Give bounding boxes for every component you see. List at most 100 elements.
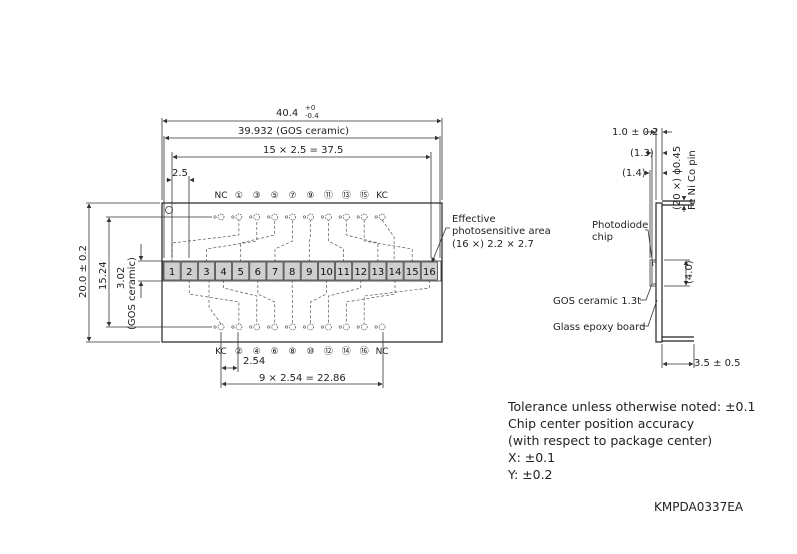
cell-number: 11 (337, 267, 350, 278)
note-line-5: Y: ±0.2 (508, 467, 553, 482)
area-label-1: Effective (452, 214, 496, 225)
cell-number: 14 (389, 267, 402, 278)
pin-pad-dot (213, 215, 217, 219)
pin-pad (289, 213, 296, 221)
index-mark (165, 206, 173, 214)
pin-pads (213, 213, 386, 331)
side-offset-2-text: (1.4) (622, 168, 646, 179)
side-pin-length-text: 3.5 ± 0.5 (694, 358, 741, 369)
bottom-pin-label: ⑫ (324, 346, 333, 357)
cell-number: 7 (272, 267, 278, 278)
top-pin-label: ⑦ (289, 191, 297, 201)
gos-ceramic-band (162, 260, 442, 282)
pin-pad-dot (249, 325, 253, 329)
cell-number: 4 (220, 267, 226, 278)
side-pin-dia-text: (20 ×) ϕ0.45 (672, 146, 683, 210)
wiring-trace (257, 280, 276, 324)
wiring-trace (188, 280, 240, 324)
pin-pad-dot (267, 215, 271, 219)
wiring-trace (345, 280, 396, 324)
pin-pitch-text: 2.54 (243, 356, 265, 367)
area-label-2: photosensitive area (452, 226, 551, 237)
pin-pad (325, 213, 332, 221)
bottom-pin-label: ⑧ (289, 347, 297, 357)
pin-pad-dot (356, 215, 360, 219)
wiring-trace (328, 220, 344, 262)
pin-pad (360, 323, 368, 331)
cell-number: 10 (320, 267, 333, 278)
top-pin-label: ⑨ (306, 191, 314, 201)
wiring-trace (240, 220, 276, 262)
side-chip (651, 261, 657, 285)
cell-number: 3 (203, 267, 209, 278)
note-line-3: (with respect to package center) (508, 433, 713, 448)
cell-number: 15 (406, 267, 419, 278)
bottom-pin-label: ② (235, 347, 243, 357)
pin-pad-dot (338, 215, 342, 219)
wiring-trace (308, 220, 311, 262)
top-pin-label: ③ (253, 191, 261, 201)
bottom-pin-label: ⑭ (342, 346, 351, 357)
wiring-trace (310, 280, 327, 324)
pin-pad (342, 213, 350, 221)
note-line-2: Chip center position accuracy (508, 416, 695, 431)
top-pin-label: ① (235, 191, 243, 201)
top-pin-label: ⑪ (324, 190, 333, 201)
cell-number: 1 (169, 267, 175, 278)
wiring-traces (171, 219, 430, 325)
pin-pad-dot (374, 215, 378, 219)
pin-pad-dot (231, 325, 235, 329)
bottom-pin-label: ⑥ (271, 347, 279, 357)
side-board (655, 202, 663, 343)
wiring-trace (206, 220, 258, 262)
pin-pad (217, 323, 225, 331)
pin-pad-dot (302, 325, 306, 329)
wiring-trace (363, 280, 430, 324)
drawing-code: KMPDA0337EA (654, 500, 744, 514)
cell-number: 12 (354, 267, 367, 278)
side-board-label: Glass epoxy board (553, 322, 645, 333)
ceramic-height-text: 3.02 (116, 267, 127, 289)
pin-pad-dot (356, 325, 360, 329)
pin-pad-dot (213, 325, 217, 329)
wiring-trace (381, 219, 395, 262)
overall-width-tol-lower: -0.4 (305, 112, 319, 120)
pin-pad-dot (267, 325, 271, 329)
pin-pad (253, 323, 261, 331)
cell-number: 5 (238, 267, 244, 278)
pin-pad (378, 213, 386, 221)
pin-pad-dot (249, 215, 253, 219)
pin-pad-dot (285, 325, 289, 329)
top-pin-label: ⑤ (271, 191, 279, 201)
pin-pad (307, 323, 314, 331)
pitch-text: 2.5 (172, 168, 188, 179)
package-outline (161, 202, 443, 343)
wiring-trace (328, 280, 362, 324)
overall-width-tol-upper: +0 (305, 104, 315, 112)
pin-pad (307, 213, 314, 221)
pin-span-text: 9 × 2.54 = 22.86 (259, 373, 346, 384)
pin-pad-dot (285, 215, 289, 219)
wiring-trace (223, 280, 258, 324)
wiring-trace (345, 220, 379, 262)
overall-width-text: 40.4 (276, 108, 298, 119)
pin-pad-dot (374, 325, 378, 329)
top-pin-label: ⑮ (360, 190, 369, 201)
array-length-text: 15 × 2.5 = 37.5 (263, 145, 343, 156)
pin-pad (217, 213, 225, 221)
bottom-pin-label: ⑯ (360, 346, 369, 357)
pin-pad (325, 323, 332, 331)
pin-pad-dot (338, 325, 342, 329)
area-leader (431, 227, 450, 263)
cell-number: 16 (423, 267, 436, 278)
side-photodiode-leader (645, 229, 654, 267)
cell-number: 8 (289, 267, 295, 278)
top-pin-label: KC (376, 191, 388, 201)
side-gos-leader (640, 283, 653, 301)
pin-pad (271, 323, 279, 331)
cell-number: 9 (306, 267, 312, 278)
wiring-trace (274, 220, 293, 262)
